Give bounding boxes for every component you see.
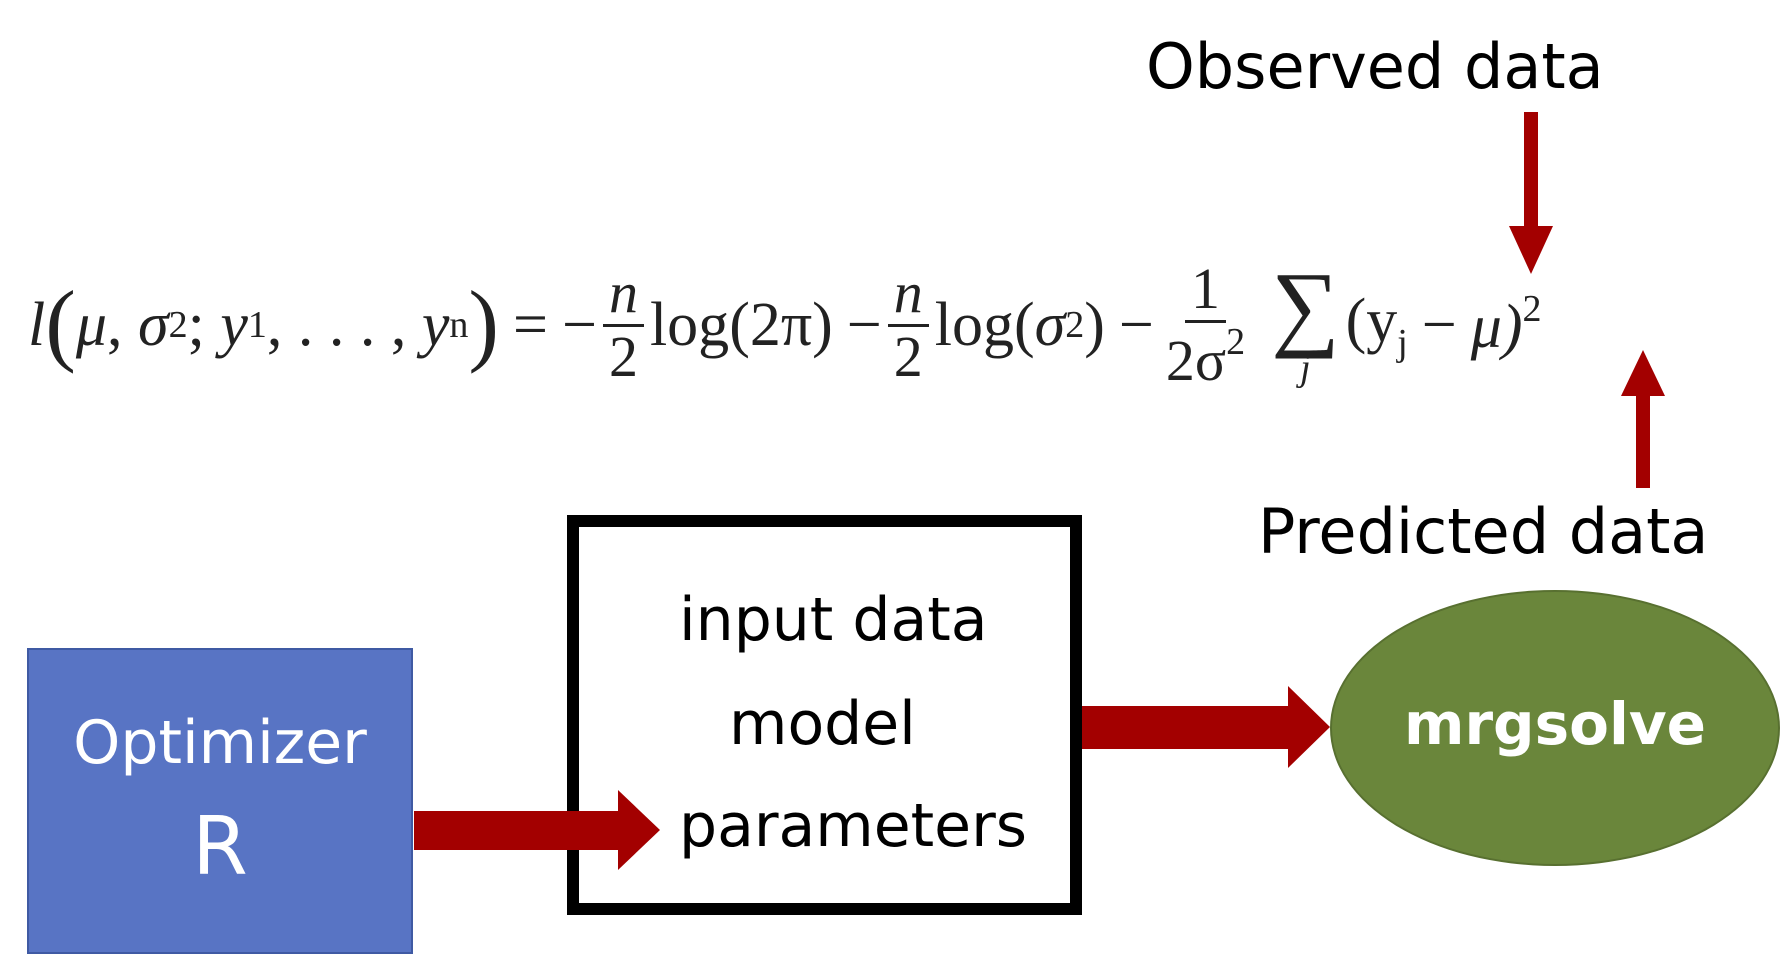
eq-ellipsis: , . . . , <box>266 290 407 359</box>
optimizer-subtitle: R <box>192 800 248 893</box>
mrgsolve-ellipse: mrgsolve <box>1330 590 1780 866</box>
eq-yn: y <box>421 290 450 359</box>
eq-sum-symbol: ∑ <box>1271 251 1340 359</box>
eq-yn-sub: n <box>449 304 469 346</box>
eq-lhs-fn: l <box>28 290 46 359</box>
eq-sigma: σ <box>138 290 169 359</box>
eq-log-1: log <box>649 290 730 359</box>
eq-comma: , <box>107 290 138 359</box>
box-to-mrgsolve-arrow <box>1082 686 1330 768</box>
eq-frac-den: 2 <box>893 323 923 389</box>
observed-data-arrow <box>1509 112 1553 274</box>
predicted-data-label: Predicted data <box>1258 495 1709 568</box>
eq-minus-2: − <box>846 290 882 359</box>
eq-frac-num: n <box>602 262 644 327</box>
eq-frac-n-over-2-b: n 2 <box>887 262 929 389</box>
model-label: model <box>729 689 916 759</box>
input-data-label: input data <box>679 585 988 655</box>
optimizer-title: Optimizer <box>73 708 367 778</box>
eq-two-pi: (2π) <box>729 290 833 359</box>
mrgsolve-label: mrgsolve <box>1404 690 1706 758</box>
eq-sigma-2: σ <box>1034 290 1066 359</box>
parameters-label: parameters <box>679 791 1028 861</box>
eq-sigma-sq: 2 <box>168 304 188 346</box>
eq-equals: = <box>513 290 548 359</box>
eq-frac-den: 2 <box>608 323 638 389</box>
eq-frac-num: 1 <box>1184 258 1226 323</box>
eq-frac-n-over-2-a: n 2 <box>602 262 644 389</box>
eq-sigma-2-sq: 2 <box>1065 304 1085 346</box>
eq-mu: μ <box>75 290 107 359</box>
eq-y1-sub: 1 <box>247 304 267 346</box>
eq-sum: ∑ j <box>1271 251 1340 390</box>
eq-mu-close: μ)2 <box>1470 288 1542 361</box>
eq-y1: y <box>220 290 248 359</box>
eq-yj: (yj <box>1345 286 1408 364</box>
eq-minus-3: − <box>1118 290 1154 359</box>
eq-minus-4: − <box>1421 290 1457 359</box>
observed-data-label: Observed data <box>1146 30 1604 103</box>
eq-frac-1-over-2sigma2: 1 2σ2 <box>1160 258 1251 393</box>
eq-sum-index: j <box>1300 347 1311 390</box>
optimizer-to-box-arrow <box>414 790 660 870</box>
eq-minus-1: − <box>561 290 597 359</box>
eq-log-2: log <box>934 290 1014 359</box>
eq-close-paren: ) <box>468 272 500 374</box>
model-inputs-box: input data model parameters <box>567 515 1082 915</box>
eq-frac-den: 2σ2 <box>1165 320 1246 393</box>
predicted-data-arrow <box>1621 350 1665 488</box>
eq-open-paren: ( <box>45 272 76 374</box>
eq-frac-num: n <box>887 262 929 327</box>
eq-semicolon: ; <box>187 290 221 359</box>
optimizer-box: Optimizer R <box>27 648 413 954</box>
